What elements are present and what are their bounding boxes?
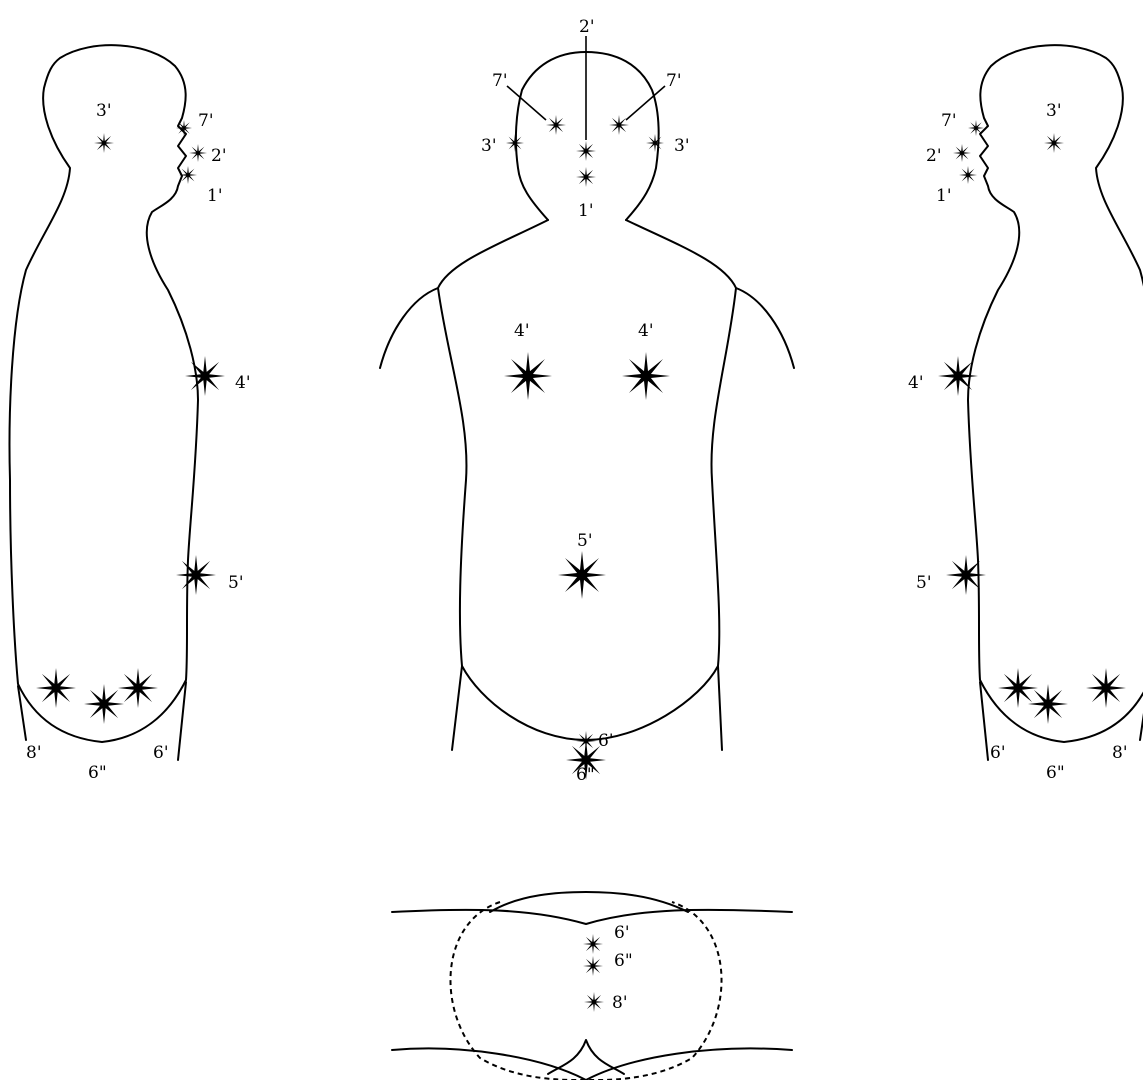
star-left-5: [176, 555, 216, 595]
label-front-4-right: 4': [638, 321, 654, 341]
star-front-3-left: [506, 134, 524, 152]
star-right-7: [968, 120, 984, 136]
star-left-2: [189, 144, 207, 162]
star-right-1: [959, 166, 977, 184]
acupoint-stars: [36, 115, 1126, 1012]
star-left-6b: [84, 684, 124, 724]
label-left-1: 1': [207, 186, 223, 206]
star-left-4: [185, 356, 225, 396]
bottom-lower-contour: [392, 1048, 792, 1080]
label-bottom-6a: 6': [614, 923, 630, 943]
label-right-7: 7': [941, 111, 957, 131]
left-side-view: [10, 45, 198, 760]
label-front-7-left: 7': [492, 71, 508, 91]
front-torso-outline: [438, 220, 736, 740]
star-left-6a: [118, 668, 158, 708]
label-front-6a: 6': [598, 731, 614, 751]
star-front-7-right: [609, 115, 629, 135]
star-right-6b: [1028, 684, 1068, 724]
label-right-1: 1': [936, 186, 952, 206]
star-bottom-8: [584, 992, 604, 1012]
label-right-3: 3': [1046, 101, 1062, 121]
label-right-2: 2': [926, 146, 942, 166]
label-front-2: 2': [579, 17, 595, 37]
star-right-6a: [998, 668, 1038, 708]
right-side-view: [968, 45, 1143, 760]
label-right-6b: 6": [1046, 763, 1065, 783]
front-view: [380, 36, 794, 750]
label-left-3: 3': [96, 101, 112, 121]
star-bottom-6b: [583, 956, 603, 976]
label-left-5: 5': [228, 573, 244, 593]
label-front-3-left: 3': [481, 136, 497, 156]
star-left-3: [94, 133, 114, 153]
star-front-4-left: [504, 352, 552, 400]
star-left-8: [36, 668, 76, 708]
star-right-4: [938, 356, 978, 396]
label-left-4: 4': [235, 373, 251, 393]
label-right-5: 5': [916, 573, 932, 593]
left-leg-line-back: [18, 686, 26, 740]
front-leader-7-right: [626, 86, 665, 120]
label-front-7-right: 7': [666, 71, 682, 91]
bottom-top-arc: [490, 892, 688, 912]
star-right-5: [946, 555, 986, 595]
star-front-4-right: [622, 352, 670, 400]
label-front-1: 1': [578, 201, 594, 221]
star-front-1: [576, 167, 596, 187]
star-front-3-right: [646, 134, 664, 152]
front-leader-7-left: [507, 86, 546, 120]
label-front-4-left: 4': [514, 321, 530, 341]
star-left-7: [176, 120, 192, 136]
label-front-3-right: 3': [674, 136, 690, 156]
label-right-6a: 6': [990, 743, 1006, 763]
star-left-1: [179, 166, 197, 184]
label-front-6b: 6": [576, 765, 595, 785]
bottom-view: [392, 892, 792, 1080]
bottom-upper-contour: [392, 910, 792, 924]
label-right-4: 4': [908, 373, 924, 393]
label-bottom-8: 8': [612, 993, 628, 1013]
label-left-2: 2': [211, 146, 227, 166]
label-left-8: 8': [26, 743, 42, 763]
star-right-2: [953, 144, 971, 162]
label-left-6a: 6': [153, 743, 169, 763]
front-left-arm: [380, 288, 438, 368]
right-body-outline: [968, 45, 1143, 742]
star-right-3: [1044, 133, 1064, 153]
star-right-8: [1086, 668, 1126, 708]
front-right-leg: [718, 666, 722, 750]
label-bottom-6b: 6": [614, 951, 633, 971]
star-front-2: [576, 141, 596, 161]
star-bottom-6a: [583, 934, 603, 954]
label-left-7: 7': [198, 111, 214, 131]
label-front-5: 5': [577, 531, 593, 551]
star-front-7-left: [546, 115, 566, 135]
front-left-leg: [452, 666, 462, 750]
label-left-6b: 6": [88, 763, 107, 783]
front-right-arm: [736, 288, 794, 368]
label-right-8: 8': [1112, 743, 1128, 763]
star-front-5: [558, 551, 606, 599]
front-head-outline: [516, 52, 659, 220]
